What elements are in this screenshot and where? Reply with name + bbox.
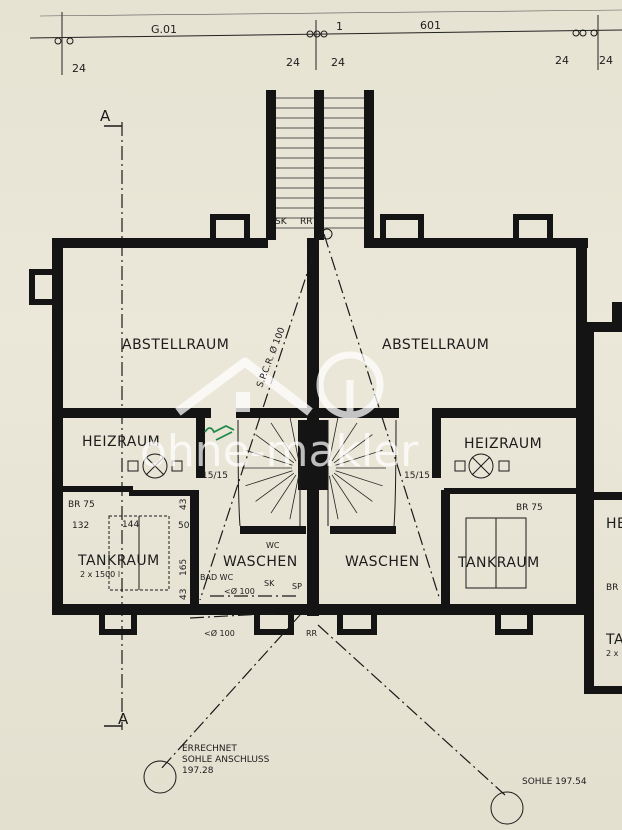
spiral-step: [331, 474, 358, 514]
label-50: 50: [178, 521, 190, 531]
building-walls: [52, 238, 588, 616]
label-heiz-dim-right: 15/15: [404, 471, 430, 481]
label-errechnet-value: 197.28: [182, 766, 214, 776]
room-abstellraum-left: ABSTELLRAUM: [122, 337, 229, 353]
spiral-step: [270, 474, 297, 514]
spiral-step: [333, 472, 373, 502]
spiral-step: [245, 470, 293, 487]
spiral-step: [245, 449, 293, 466]
dim-24-c: 24: [331, 56, 345, 69]
dim-g01: G.01: [151, 23, 177, 36]
label-edge-ta: TA: [605, 632, 622, 648]
inspection-shafts: [143, 228, 524, 825]
drain-lines: [159, 233, 506, 796]
room-heizraum-right: HEIZRAUM: [464, 436, 542, 452]
spiral-step: [331, 422, 358, 462]
label-bad-wc: BAD WC: [200, 573, 234, 582]
label-heiz-dim-left: 15/15: [202, 471, 228, 481]
room-tankraum-right: TANKRAUM: [457, 555, 540, 571]
spiral-step: [289, 416, 300, 461]
label-pipe-out: <Ø 100: [204, 628, 235, 638]
label-165: 165: [179, 559, 189, 576]
entrance-stairs: [266, 90, 374, 240]
label-edge-br: BR 7: [606, 583, 622, 593]
section-line-a: [104, 122, 123, 730]
label-pipe-low: <Ø 100: [224, 586, 255, 596]
spiral-step: [270, 422, 297, 462]
window-niches: [29, 214, 553, 635]
spiral-step: [255, 472, 295, 502]
room-heizraum-left: HEIZRAUM: [82, 434, 160, 450]
label-144: 144: [122, 520, 139, 530]
spiral-step: [289, 475, 300, 520]
dim-24-b: 24: [286, 56, 300, 69]
room-waschen-right: WASCHEN: [345, 554, 420, 570]
section-a-bottom: A: [118, 710, 129, 728]
neighbour-building-edge: [584, 302, 622, 694]
label-132: 132: [72, 521, 89, 531]
label-wc: WC: [266, 541, 280, 550]
label-edge-cap: 2 x: [606, 649, 619, 658]
section-a-top: A: [100, 107, 111, 125]
spiral-step: [328, 416, 339, 461]
label-sohle-anschluss: SOHLE ANSCHLUSS: [182, 755, 270, 765]
spiral-step: [255, 434, 295, 464]
label-rr-top: RR: [300, 217, 313, 227]
boiler-symbols: [127, 453, 510, 479]
dim-24-a: 24: [72, 62, 86, 75]
green-annotation: [204, 424, 235, 441]
spiral-step: [335, 470, 383, 487]
label-rr-low: RR: [306, 629, 318, 638]
top-dimension-line: [29, 9, 622, 75]
dim-24-e: 24: [599, 54, 613, 67]
room-waschen-left: WASCHEN: [223, 554, 298, 570]
label-tank-capacity: 2 x 1500 l: [80, 570, 120, 579]
oil-tanks: [108, 515, 527, 591]
label-sohle: SOHLE 197.54: [522, 777, 587, 787]
room-tankraum-left: TANKRAUM: [77, 553, 160, 569]
room-abstellraum-right: ABSTELLRAUM: [382, 337, 489, 353]
spiral-step: [333, 434, 373, 464]
label-sk-low: SK: [264, 579, 275, 588]
spiral-stairs: [237, 416, 397, 527]
label-br75-right: BR 75: [516, 503, 543, 513]
watermark-text: ohne-makler: [140, 426, 419, 477]
watermark-logo: [175, 351, 384, 419]
dim-601: 601: [420, 19, 441, 32]
label-sp-low: SP: [292, 582, 302, 591]
spiral-step: [328, 475, 339, 520]
label-43-top: 43: [179, 499, 189, 510]
dim-1: 1: [336, 20, 343, 33]
label-43-bottom: 43: [179, 589, 189, 600]
dim-24-d: 24: [555, 54, 569, 67]
labels: G.01 1 601 24 24 24 24 24 A A ABSTELLRAU…: [68, 19, 622, 787]
label-br75-left: BR 75: [68, 500, 95, 510]
spiral-step: [335, 449, 383, 466]
label-edge-he: HE: [606, 516, 622, 532]
label-sk-top: SK: [275, 217, 288, 227]
label-errechnet: ERRECHNET: [182, 744, 237, 754]
